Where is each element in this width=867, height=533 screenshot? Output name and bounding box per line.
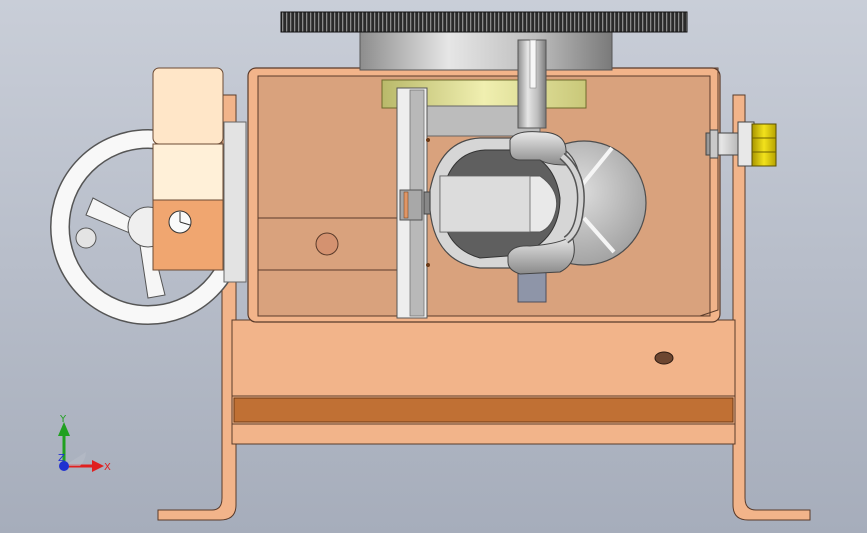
base-plate[interactable] bbox=[231, 319, 736, 445]
y-axis-label: Y bbox=[59, 414, 67, 425]
view-triad[interactable]: Y X Z bbox=[40, 408, 120, 478]
mount-hole bbox=[654, 351, 674, 365]
gear-teeth bbox=[280, 11, 688, 33]
yoke[interactable] bbox=[507, 131, 585, 275]
handle-knob[interactable] bbox=[75, 227, 97, 249]
bearing-block[interactable] bbox=[152, 67, 247, 283]
top-gear[interactable] bbox=[280, 11, 688, 71]
gear-hub bbox=[359, 27, 613, 71]
shaft-hole bbox=[315, 232, 339, 256]
tension-bolt[interactable] bbox=[705, 121, 777, 167]
hex-nut bbox=[751, 123, 777, 167]
work-chamber[interactable] bbox=[429, 137, 582, 269]
z-axis-dot bbox=[59, 461, 69, 471]
z-axis-label: Z bbox=[58, 453, 65, 464]
x-axis-label: X bbox=[104, 462, 111, 473]
clamp-plate[interactable] bbox=[396, 87, 437, 319]
base-channel bbox=[233, 397, 734, 423]
